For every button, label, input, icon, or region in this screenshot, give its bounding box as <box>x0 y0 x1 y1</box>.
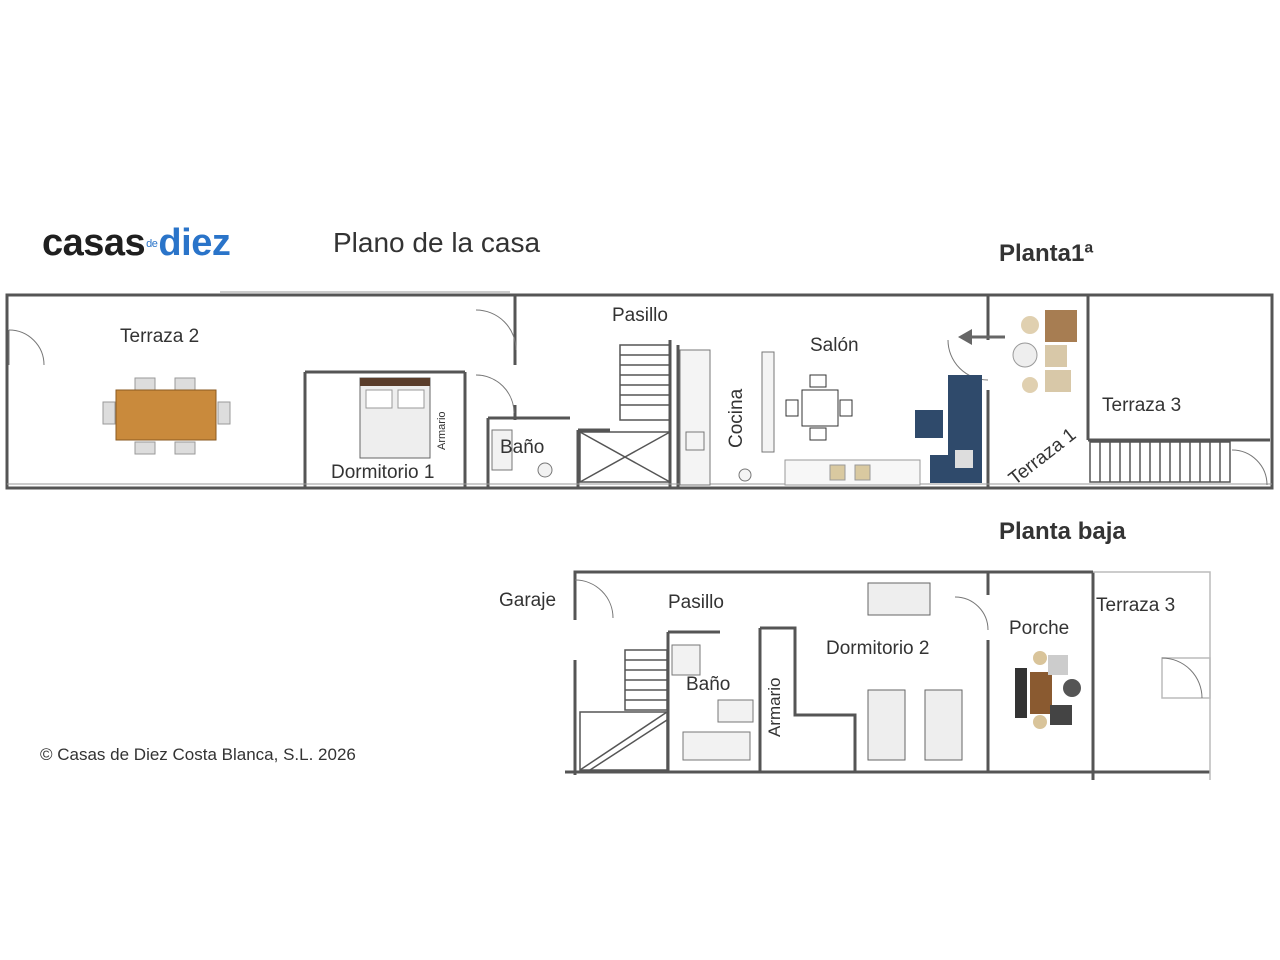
floor-title-upper: Planta1ª <box>999 240 1094 267</box>
room-label-dormitorio2: Dormitorio 2 <box>826 638 930 659</box>
room-label-terraza3-upper: Terraza 3 <box>1102 395 1182 416</box>
logo-diez: diez <box>158 222 231 264</box>
ground-bathroom-fixtures <box>671 644 754 761</box>
floor-title-ground: Planta baja <box>999 518 1126 545</box>
upper-stairs <box>579 344 1231 483</box>
entry-arrow-icon <box>958 329 1005 345</box>
room-label-bano-ground: Baño <box>686 674 731 695</box>
terraza1-furniture <box>1012 310 1077 393</box>
room-label-garaje: Garaje <box>499 590 557 611</box>
logo-de: de <box>146 238 158 250</box>
room-label-porche: Porche <box>1009 618 1070 639</box>
ground-floor-walls <box>565 570 1210 780</box>
sofa-salon <box>915 375 982 483</box>
ground-terrace-outline <box>1093 571 1211 780</box>
ground-stairs <box>579 649 668 771</box>
room-label-armario-upper: Armario <box>436 411 448 450</box>
room-label-dormitorio1: Dormitorio 1 <box>331 462 435 483</box>
salon-cabinet <box>784 459 921 486</box>
room-label-terraza3-ground: Terraza 3 <box>1096 595 1176 616</box>
logo-casas: casas <box>42 222 146 264</box>
double-bed-dormitorio1 <box>359 377 431 459</box>
room-label-bano-upper: Baño <box>500 437 545 458</box>
bathroom-fixtures-upper <box>491 429 553 478</box>
kitchen-counter <box>679 349 775 486</box>
room-label-cocina: Cocina <box>726 388 747 448</box>
dining-table-terraza2 <box>102 377 231 455</box>
room-label-pasillo-ground: Pasillo <box>668 592 724 613</box>
copyright-notice: © Casas de Diez Costa Blanca, S.L. 2026 <box>40 745 356 764</box>
company-logo: casasdediez <box>42 222 231 265</box>
room-label-pasillo-upper: Pasillo <box>612 305 668 326</box>
ground-doors <box>574 579 1203 699</box>
room-label-salon: Salón <box>810 335 859 356</box>
room-label-terraza2: Terraza 2 <box>120 326 200 347</box>
page-title: Plano de la casa <box>333 227 541 258</box>
porche-furniture <box>1015 651 1081 729</box>
room-label-armario-ground: Armario <box>765 677 784 737</box>
dining-table-salon <box>785 374 853 441</box>
ground-beds <box>867 582 963 761</box>
